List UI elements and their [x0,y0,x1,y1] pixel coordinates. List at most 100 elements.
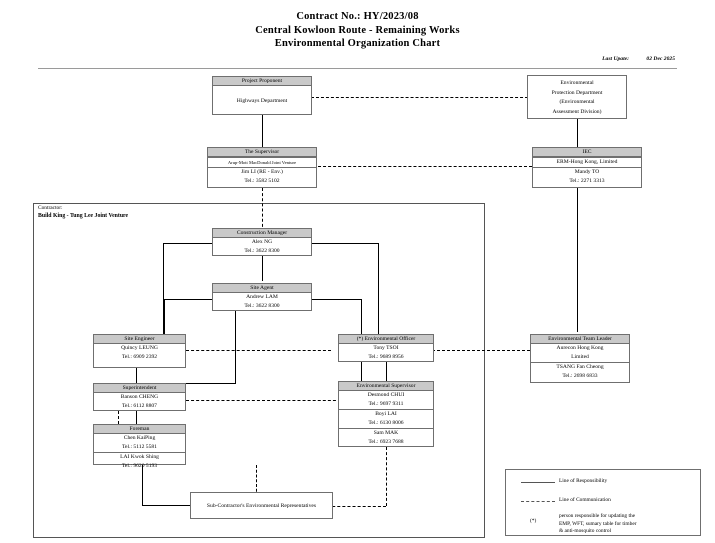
site-engineer-row-1: Tel.: 6909 2392 [121,354,158,360]
dash-eo-etl [427,350,530,351]
last-update: Last Upate: 02 Dec 2025 [602,56,675,62]
superintendent-row-1: Tel.: 6112 8807 [122,403,157,409]
line-cm-left-v [163,243,164,335]
box-iec[interactable]: IEC ERM-Hong Kong, Limited Mandy TO Tel.… [532,147,642,188]
box-project-proponent[interactable]: Project Proponent Highways Department [212,76,312,115]
environmental-officer-row-0: Tony TSOI [373,345,399,351]
line-sa-left-h [164,299,212,300]
legend-solid-line [521,482,555,483]
box-environmental-protection-department[interactable]: Environmental Protection Department (Env… [527,75,627,119]
box-environmental-team-leader[interactable]: Environmental Team Leader Aurecon Hong K… [530,334,630,383]
page-title: Contract No.: HY/2023/08 Central Kowloon… [0,10,715,51]
box-site-engineer[interactable]: Site Engineer Quincy LEUNG Tel.: 6909 23… [93,334,186,368]
title-line-3: Environmental Organization Chart [274,38,441,49]
environmental-supervisor-row-0: Desmond CHUI [367,392,405,398]
environmental-team-leader-row-3: Tel.: 2698 6833 [562,373,598,379]
environmental-supervisor-row-3: Tel.: 6130 8006 [368,420,404,426]
title-line-2: Central Kowloon Route - Remaining Works [255,24,460,36]
legend-responsibility-label: Line of Responsibility [559,478,608,484]
foreman-row-2: LAI Kwok Shing [94,452,185,462]
last-update-label: Last Upate: [602,56,629,62]
box-environmental-supervisor[interactable]: Environmental Supervisor Desmond CHUI Te… [338,381,434,447]
legend-star-note-line-2: & anti-mosquito control [559,528,612,535]
line-superintendent-foreman [136,411,137,424]
construction-manager-row-0: Alex NG [251,239,273,245]
line-cm-left-h [163,243,212,244]
header-divider [38,68,677,69]
line-sa-superintendent-v [235,307,236,383]
line-se-superintendent [136,368,137,383]
epd-line-3: Assessment Division) [552,108,602,115]
supervisor-row-1: Jim LI (RE - Env.) [208,167,316,177]
environmental-team-leader-row-2: TSANG Fan Cheong [531,362,629,372]
dash-es-sub-v [386,447,387,506]
environmental-officer-row-1: Tel.: 9689 8956 [368,354,404,360]
construction-manager-row-1: Tel.: 3622 8300 [244,248,280,254]
line-iec-etl [577,188,578,332]
project-proponent-row-0: Highways Department [236,98,288,104]
contractor-label: Contractor: Build King - Tung Lee Joint … [38,205,128,220]
superintendent-header: Superintendent [94,384,185,393]
contractor-name: Build King - Tung Lee Joint Venture [38,212,129,219]
line-eo-es [386,362,387,383]
epd-line-1: Protection Department [551,89,603,96]
foreman-row-1: Tel.: 5112 5581 [122,444,157,450]
box-the-supervisor[interactable]: The Supervisor Arup-Mott MacDonald Joint… [207,147,317,188]
dash-superintendent-es [186,400,341,401]
supervisor-row-0: Arup-Mott MacDonald Joint Venture [208,157,316,167]
legend-dashed-line [521,501,555,502]
dash-supervisor-iec [313,166,532,167]
superintendent-row-0: Banson CHENG [120,394,159,400]
environmental-supervisor-header: Environmental Supervisor [339,382,433,391]
site-engineer-row-0: Quincy LEUNG [121,345,158,351]
line-sa-right-h [312,299,361,300]
line-cm-right-v [378,243,379,335]
project-proponent-header: Project Proponent [213,77,311,86]
iec-row-2: Tel.: 2271 3313 [569,178,605,184]
box-superintendent[interactable]: Superintendent Banson CHENG Tel.: 6112 8… [93,383,186,411]
foreman-header: Foreman [94,425,185,434]
environmental-supervisor-row-4: Sam MAK [339,428,433,438]
box-site-agent[interactable]: Site Agent Andrew LAM Tel.: 3622 8300 [212,283,312,311]
environmental-supervisor-row-5: Tel.: 6923 7688 [368,439,404,445]
legend-star-note-line-1: EMP, WFT, sumary table for timber [559,520,637,527]
line-epd-iec [577,119,578,147]
environmental-team-leader-header: Environmental Team Leader [531,335,629,344]
box-construction-manager[interactable]: Construction Manager Alex NG Tel.: 3622 … [212,228,312,256]
sub-contractor-text: Sub-Contractor's Environmental Represent… [206,503,317,509]
environmental-team-leader-row-1: Limited [571,354,589,360]
iec-row-0: ERM-Hong Kong, Limited [533,157,641,167]
environmental-team-leader-row-0: Aurecon Hong Kong [556,345,604,351]
line-sa-superintendent-h [186,383,236,384]
line-foreman-subcontractor-h [142,505,190,506]
contractor-label-text: Contractor: [38,205,63,211]
epd-line-0: Environmental [560,80,594,86]
dash-proponent-epd [311,97,533,98]
legend-star-note-line-0: person responsible for updating the [559,513,636,519]
iec-row-1: Mandy TO [533,167,641,177]
legend-communication-label: Line of Communication [559,497,611,503]
last-update-value: 02 Dec 2025 [646,56,675,62]
line-cm-right-h [312,243,378,244]
construction-manager-header: Construction Manager [213,229,311,238]
supervisor-row-2: Tel.: 3582 5102 [244,178,280,184]
box-foreman[interactable]: Foreman Chen KaiPing Tel.: 5112 5581 LAI… [93,424,186,469]
foreman-row-0: Chen KaiPing [123,435,156,441]
site-agent-header: Site Agent [213,284,311,293]
foreman-row-3: Tel.: 9620 5193 [121,463,158,469]
dash-foreman-sub-v [256,465,257,506]
environmental-supervisor-row-2: Boyi LAI [339,409,433,419]
site-engineer-header: Site Engineer [94,335,185,344]
legend-box: Line of Responsibility Line of Communica… [505,469,701,536]
line-foreman-subcontractor-v [142,465,143,505]
line-cm-siteagent [262,255,263,281]
box-sub-contractor-representatives[interactable]: Sub-Contractor's Environmental Represent… [190,492,333,519]
dash-superintendent-foreman [118,411,119,424]
epd-line-2: (Environmental [559,99,595,105]
iec-header: IEC [533,148,641,157]
box-environmental-officer[interactable]: (*) Environmental Officer Tony TSOI Tel.… [338,334,434,362]
dash-se-eo [186,350,331,351]
legend-star-note: person responsible for updating the EMP,… [559,513,637,536]
supervisor-header: The Supervisor [208,148,316,157]
